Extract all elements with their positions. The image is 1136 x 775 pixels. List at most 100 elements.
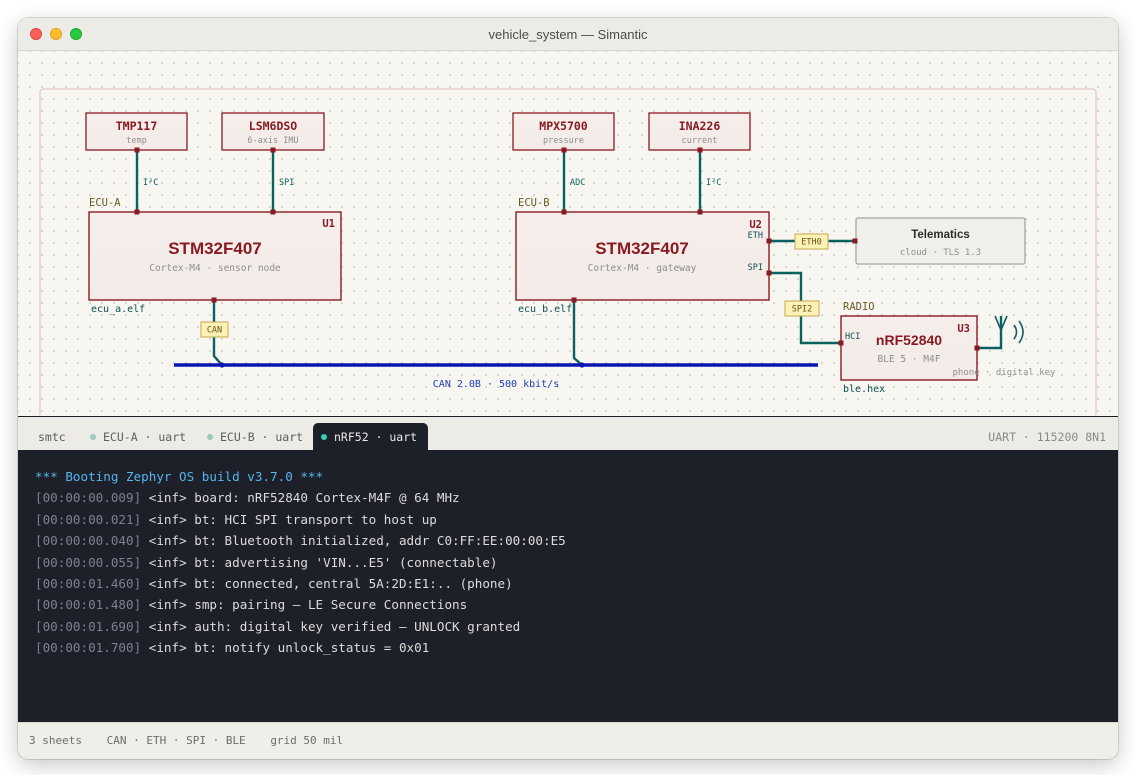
net-tag-text: SPI2 bbox=[792, 305, 812, 315]
part-name: LSM6DSO bbox=[249, 119, 298, 133]
log-message: <inf> bt: Bluetooth initialized, addr C0… bbox=[141, 533, 566, 549]
tab-nrf52-uart[interactable]: nRF52 · uart bbox=[313, 423, 428, 451]
tab-ecu-a-uart[interactable]: ECU-A · uart bbox=[82, 423, 194, 451]
log-line: [00:00:00.021] <inf> bt: HCI SPI transpo… bbox=[35, 509, 1118, 530]
antenna-note: phone · digital key bbox=[953, 368, 1057, 378]
bus-label-i2c-b: I²C bbox=[706, 178, 721, 188]
log-line: [00:00:00.040] <inf> bt: Bluetooth initi… bbox=[35, 530, 1118, 551]
ref-designator: U2 bbox=[749, 219, 762, 231]
serial-config-label: UART · 115200 8N1 bbox=[988, 430, 1106, 444]
part-ina226[interactable]: INA226 current bbox=[648, 112, 751, 151]
part-desc: temp bbox=[126, 136, 146, 146]
log-message: <inf> bt: advertising 'VIN...E5' (connec… bbox=[141, 554, 498, 570]
log-timestamp: [00:00:01.700] bbox=[35, 640, 142, 656]
firmware-label-u3: ble.hex bbox=[843, 384, 885, 395]
log-timestamp: [00:00:00.021] bbox=[35, 511, 142, 527]
part-desc: pressure bbox=[543, 136, 584, 146]
tab-ecu-b-uart[interactable]: ECU-B · uart bbox=[199, 423, 311, 451]
group-label-ecu-b: ECU-B bbox=[518, 197, 550, 209]
pin-markers bbox=[134, 147, 980, 351]
log-timestamp: [00:00:01.690] bbox=[35, 618, 142, 634]
tab-smtc[interactable]: smtc bbox=[30, 423, 74, 451]
tab-label: ECU-A · uart bbox=[103, 430, 187, 444]
part-desc: 6-axis IMU bbox=[247, 136, 298, 146]
log-timestamp: [00:00:01.460] bbox=[35, 575, 142, 591]
part-u3-nrf52840[interactable]: U3 HCI nRF52840 BLE 5 · M4F bbox=[840, 315, 978, 381]
schematic-canvas[interactable]: CAN 2.0B · 500 kbit/s I²C SPI ADC I²C TM… bbox=[18, 51, 1118, 415]
schematic-drawing[interactable]: CAN 2.0B · 500 kbit/s I²C SPI ADC I²C TM… bbox=[18, 51, 1118, 415]
can-junction-b bbox=[579, 362, 585, 368]
part-name: MPX5700 bbox=[539, 119, 588, 133]
log-message: <inf> auth: digital key verified — UNLOC… bbox=[141, 618, 521, 634]
part-name: STM32F407 bbox=[595, 239, 689, 258]
tab-label: ECU-B · uart bbox=[220, 430, 304, 444]
net-tag-text: CAN bbox=[207, 326, 222, 336]
part-name: INA226 bbox=[679, 119, 721, 133]
part-u1-stm32[interactable]: U1 STM32F407 Cortex-M4 · sensor node bbox=[88, 211, 342, 301]
antenna-icon bbox=[994, 315, 1024, 344]
tab-label: nRF52 · uart bbox=[334, 430, 418, 444]
connection-dot-icon bbox=[207, 434, 213, 440]
part-name: Telematics bbox=[911, 229, 970, 241]
firmware-label-u1: ecu_a.elf bbox=[91, 304, 145, 315]
log-timestamp: [00:00:00.055] bbox=[35, 554, 142, 570]
part-desc: cloud · TLS 1.3 bbox=[900, 248, 981, 258]
part-name: STM32F407 bbox=[168, 239, 262, 258]
log-line: [00:00:01.690] <inf> auth: digital key v… bbox=[35, 616, 1118, 637]
log-message: <inf> smp: pairing — LE Secure Connectio… bbox=[141, 597, 468, 613]
log-message: <inf> board: nRF52840 Cortex-M4F @ 64 MH… bbox=[141, 490, 460, 506]
log-line: [00:00:00.009] <inf> board: nRF52840 Cor… bbox=[35, 487, 1118, 508]
can-bus-label: CAN 2.0B · 500 kbit/s bbox=[433, 379, 559, 390]
log-message: <inf> bt: connected, central 5A:2D:E1:..… bbox=[141, 575, 513, 591]
part-lsm6dso[interactable]: LSM6DSO 6-axis IMU bbox=[221, 112, 325, 151]
log-line: [00:00:00.055] <inf> bt: advertising 'VI… bbox=[35, 552, 1118, 573]
sheet-count: 3 sheets bbox=[29, 734, 82, 747]
can-junction-a bbox=[219, 362, 225, 368]
window-controls bbox=[30, 28, 82, 40]
connection-dot-icon bbox=[321, 434, 327, 440]
protocol-summary: CAN · ETH · SPI · BLE bbox=[106, 734, 246, 747]
serial-terminal[interactable]: *** Booting Zephyr OS build v3.7.0 *** [… bbox=[18, 450, 1118, 722]
log-timestamp: [00:00:01.480] bbox=[35, 597, 142, 613]
boot-banner: *** Booting Zephyr OS build v3.7.0 *** bbox=[35, 469, 324, 484]
sheet-frame bbox=[39, 88, 1097, 415]
part-desc: Cortex-M4 · sensor node bbox=[149, 263, 281, 274]
group-label-radio: RADIO bbox=[843, 301, 875, 313]
part-desc: BLE 5 · M4F bbox=[878, 354, 941, 365]
part-name: nRF52840 bbox=[876, 332, 942, 348]
log-message: <inf> bt: notify unlock_status = 0x01 bbox=[141, 640, 430, 656]
wire-u2-can bbox=[572, 300, 583, 366]
tab-label: smtc bbox=[38, 430, 66, 444]
net-tag-can[interactable]: CAN bbox=[200, 321, 229, 338]
group-label-ecu-a: ECU-A bbox=[89, 197, 121, 209]
pin-label-spi: SPI bbox=[748, 263, 763, 273]
pin-label-eth: ETH bbox=[748, 231, 763, 241]
log-line: [00:00:01.480] <inf> smp: pairing — LE S… bbox=[35, 594, 1118, 615]
part-desc: current bbox=[682, 136, 718, 146]
close-window-button[interactable] bbox=[30, 28, 42, 40]
part-name: TMP117 bbox=[116, 119, 158, 133]
app-window: vehicle_system — Simantic bbox=[18, 18, 1118, 759]
bus-label-adc-b: ADC bbox=[570, 178, 585, 188]
zoom-window-button[interactable] bbox=[70, 28, 82, 40]
grid-setting[interactable]: grid 50 mil bbox=[270, 734, 344, 747]
net-tag-spi2[interactable]: SPI2 bbox=[784, 300, 820, 317]
bus-label-i2c-a: I²C bbox=[143, 178, 158, 188]
window-title: vehicle_system — Simantic bbox=[488, 26, 648, 42]
part-u2-stm32[interactable]: U2 ETH SPI STM32F407 Cortex-M4 · gateway bbox=[515, 211, 770, 301]
part-mpx5700[interactable]: MPX5700 pressure bbox=[512, 112, 615, 151]
part-tmp117[interactable]: TMP117 temp bbox=[85, 112, 188, 151]
bus-label-spi-a: SPI bbox=[279, 178, 294, 188]
ref-designator: U3 bbox=[957, 323, 970, 335]
net-tag-eth0[interactable]: ETH0 bbox=[794, 233, 829, 250]
log-timestamp: [00:00:00.009] bbox=[35, 490, 142, 506]
log-timestamp: [00:00:00.040] bbox=[35, 533, 142, 549]
console-tab-bar: smtc ECU-A · uart ECU-B · uart nRF52 · u… bbox=[18, 416, 1118, 451]
log-line: [00:00:01.460] <inf> bt: connected, cent… bbox=[35, 573, 1118, 594]
log-message: <inf> bt: HCI SPI transport to host up bbox=[141, 511, 437, 527]
pin-label-hci: HCI bbox=[845, 332, 860, 342]
part-telematics[interactable]: Telematics cloud · TLS 1.3 bbox=[855, 217, 1026, 265]
wire-u1-can bbox=[212, 300, 223, 366]
connection-dot-icon bbox=[90, 434, 96, 440]
minimize-window-button[interactable] bbox=[50, 28, 62, 40]
